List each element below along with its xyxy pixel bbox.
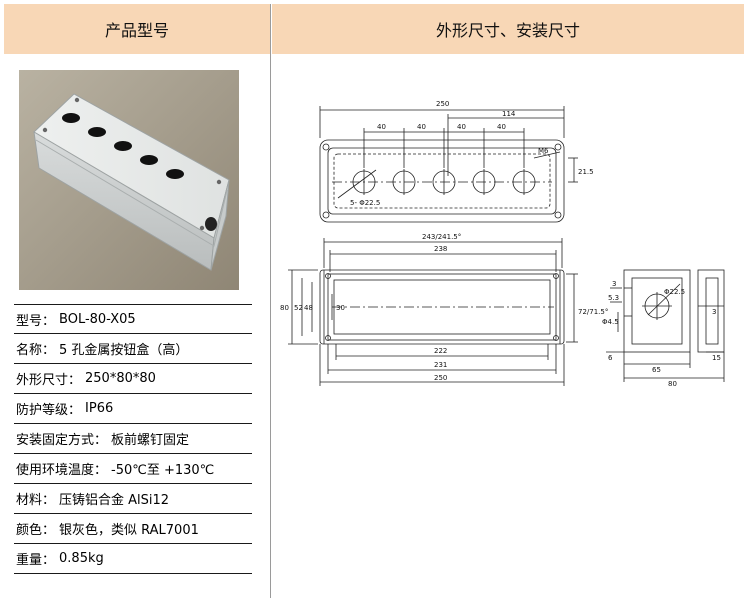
spec-name-label: 名称：	[16, 343, 56, 358]
dim-front-bottom-mid: 231	[434, 361, 447, 369]
dim-front-right: 72/71.5°	[578, 308, 608, 316]
spec-material: 材料： 压铸铝合金 AlSi12	[14, 484, 252, 514]
dim-side-8: 3	[712, 308, 716, 316]
spec-model: 型号： BOL-80-X05	[14, 304, 252, 334]
spec-temperature-value: -50℃至 +130℃	[111, 463, 215, 478]
dim-top-overall: 250	[436, 100, 449, 108]
dim-side-3: Φ4.5	[602, 318, 619, 326]
dim-top-holes-note: 5- Φ22.5	[350, 199, 380, 207]
dim-front-left-2: 52	[294, 304, 303, 312]
header-product-model: 产品型号	[4, 4, 270, 54]
spec-temperature: 使用环境温度： -50℃至 +130℃	[14, 454, 252, 484]
spec-mounting-label: 安装固定方式：	[16, 433, 108, 448]
spec-model-label: 型号：	[16, 313, 56, 329]
column-divider	[270, 4, 271, 598]
spec-color: 颜色： 银灰色，类似 RAL7001	[14, 514, 252, 544]
dim-front-left-3: 48	[304, 304, 313, 312]
spec-size-label: 外形尺寸：	[16, 373, 82, 388]
spec-weight-label: 重量：	[16, 553, 56, 568]
dim-front-top-outer: 243/241.5°	[422, 233, 461, 241]
side-view	[606, 269, 725, 382]
technical-drawing: 250 114 40 40 40 40 M6 21.5 5- Φ22.5 243…	[272, 56, 744, 596]
dim-top-pitch-1: 40	[377, 123, 386, 131]
spec-protection: 防护等级： IP66	[14, 394, 252, 424]
header-dimensions-label: 外形尺寸、安装尺寸	[435, 21, 580, 40]
spec-name: 名称： 5 孔金属按钮盒（高）	[14, 334, 252, 364]
dim-front-bottom-outer: 250	[434, 374, 447, 382]
dim-top-pitch-4: 40	[497, 123, 506, 131]
dim-top-thread: M6	[538, 147, 549, 155]
spec-name-value: 5 孔金属按钮盒（高）	[59, 343, 189, 358]
dim-side-4: 6	[608, 354, 613, 362]
product-photo	[19, 70, 239, 290]
spec-mounting-value: 板前螺钉固定	[111, 433, 190, 448]
spec-material-value: 压铸铝合金 AlSi12	[59, 493, 170, 508]
spec-color-label: 颜色：	[16, 523, 56, 538]
dim-front-top-inner: 238	[434, 245, 447, 253]
dim-side-5: 65	[652, 366, 661, 374]
dim-front-left-1: 80	[280, 304, 289, 312]
spec-color-value: 银灰色，类似 RAL7001	[59, 523, 199, 538]
spec-size-value: 250*80*80	[85, 371, 156, 386]
spec-mounting: 安装固定方式： 板前螺钉固定	[14, 424, 252, 454]
top-view	[319, 106, 578, 223]
header-product-model-label: 产品型号	[104, 21, 169, 40]
dim-top-offset: 114	[502, 110, 516, 118]
dim-front-left-4: 30	[336, 304, 345, 312]
spec-weight: 重量： 0.85kg	[14, 544, 252, 574]
dim-top-side: 21.5	[578, 168, 594, 176]
spec-material-label: 材料：	[16, 493, 56, 508]
dim-side-1: 3	[612, 280, 616, 288]
dim-side-2: 5.3	[608, 294, 619, 302]
front-view	[288, 238, 578, 386]
dim-top-pitch-3: 40	[457, 123, 466, 131]
dim-side-6: 80	[668, 380, 677, 388]
dim-side-hole: Φ22.5	[664, 288, 685, 296]
spec-protection-label: 防护等级：	[16, 403, 82, 418]
spec-sheet: 产品型号 外形尺寸、安装尺寸	[4, 4, 744, 598]
header-dimensions: 外形尺寸、安装尺寸	[272, 4, 744, 54]
spec-protection-value: IP66	[85, 401, 114, 416]
dim-top-pitch-2: 40	[417, 123, 426, 131]
spec-model-value: BOL-80-X05	[59, 311, 136, 327]
spec-weight-value: 0.85kg	[59, 551, 104, 566]
spec-list: 型号： BOL-80-X05 名称： 5 孔金属按钮盒（高） 外形尺寸： 250…	[14, 304, 252, 574]
dim-side-7: 15	[712, 354, 721, 362]
spec-temperature-label: 使用环境温度：	[16, 463, 108, 478]
dim-front-bottom-inner: 222	[434, 347, 447, 355]
spec-size: 外形尺寸： 250*80*80	[14, 364, 252, 394]
